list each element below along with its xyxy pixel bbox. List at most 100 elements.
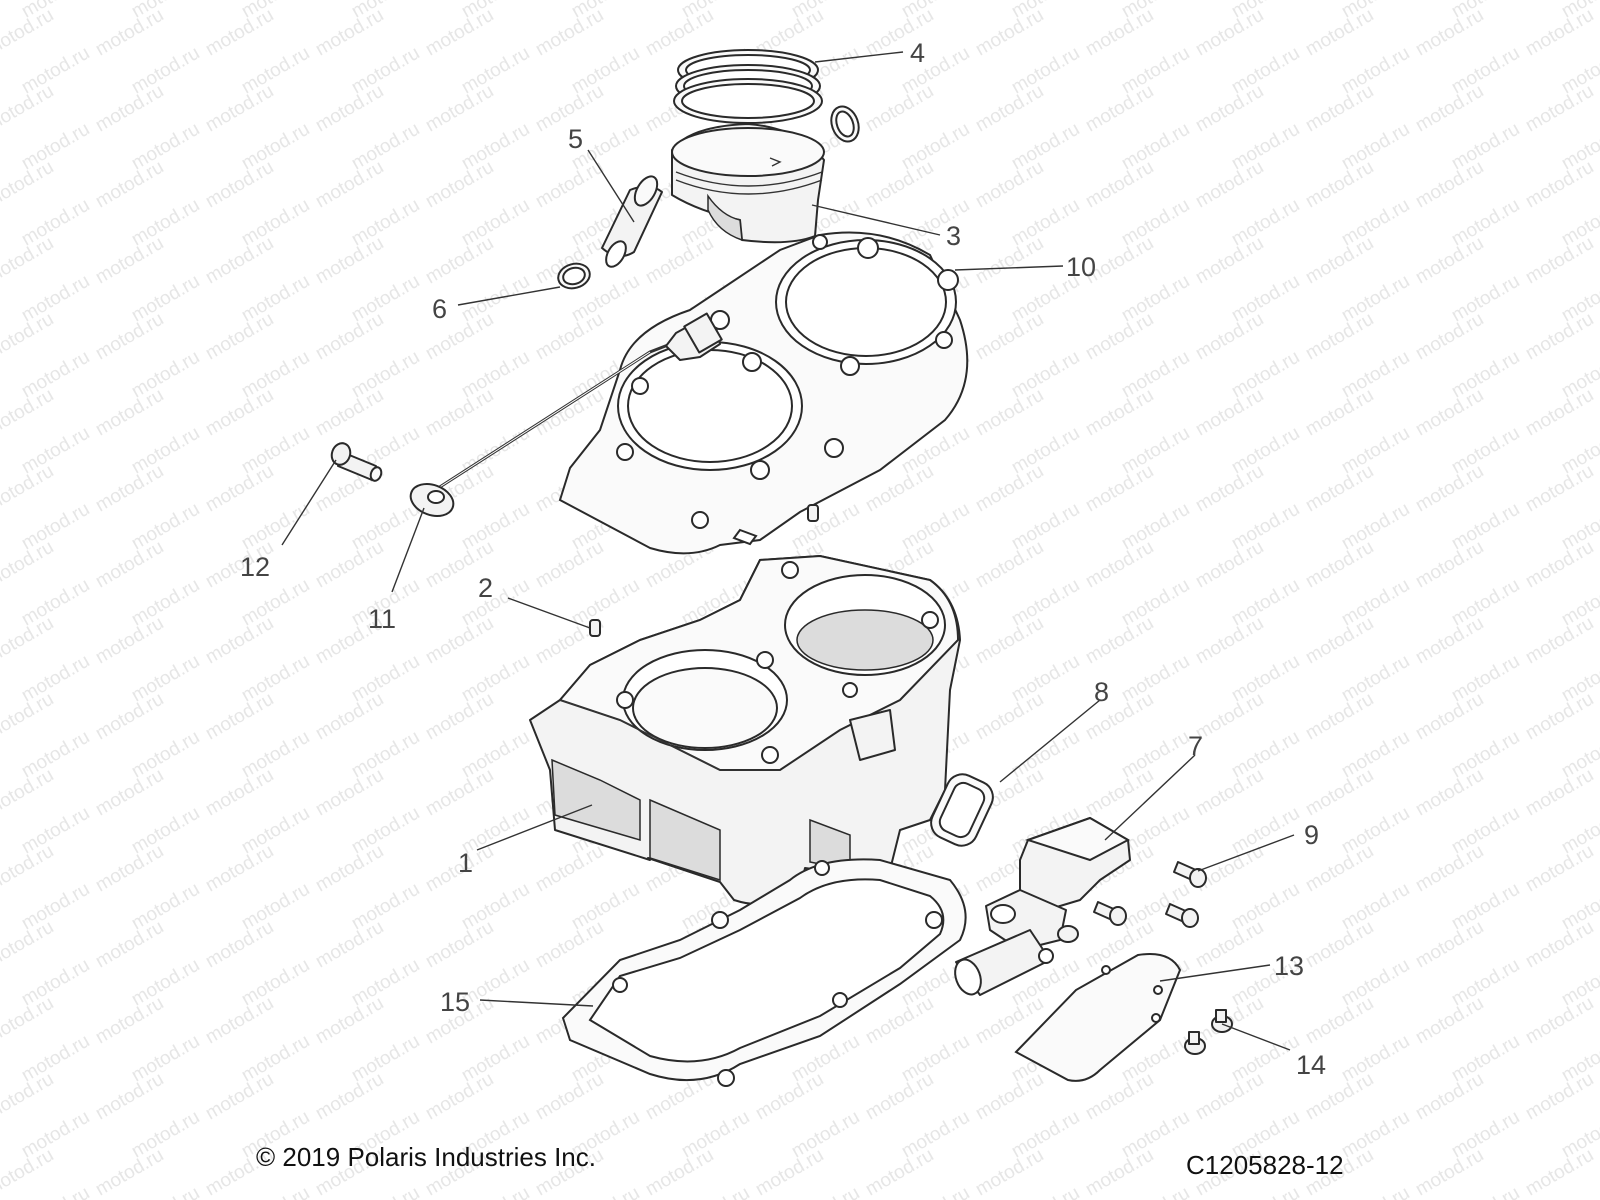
watermark-text: motod.ru — [862, 1069, 937, 1125]
watermark-text: motod.ru — [1192, 1069, 1267, 1125]
watermark-text: motod.ru — [422, 5, 497, 61]
watermark-text: motod.ru — [1302, 917, 1377, 973]
watermark-text: motod.ru — [642, 5, 717, 61]
watermark-text: motod.ru — [422, 765, 497, 821]
watermark-text: motod.ru — [202, 613, 277, 669]
watermark-text: motod.ru — [92, 385, 167, 441]
watermark-text: motod.ru — [92, 765, 167, 821]
watermark-text: motod.ru — [972, 233, 1047, 289]
watermark-text: motod.ru — [92, 1145, 167, 1200]
watermark-text: motod.ru — [312, 689, 387, 745]
piston — [671, 123, 825, 244]
watermark-text: motod.ru — [1522, 1069, 1597, 1125]
callout-1: 1 — [458, 848, 473, 878]
watermark-text: motod.ru — [1082, 81, 1157, 137]
watermark-text: motod.ru — [1412, 765, 1487, 821]
watermark-text: motod.ru — [1412, 917, 1487, 973]
watermark-text: motod.ru — [128, 1183, 203, 1200]
watermark-text: motod.ru — [312, 537, 387, 593]
watermark-text: motod.ru — [1412, 385, 1487, 441]
callout-9: 9 — [1304, 820, 1319, 850]
watermark-text: motod.ru — [312, 841, 387, 897]
watermark-text: motod.ru — [422, 1069, 497, 1125]
callout-14: 14 — [1296, 1050, 1326, 1080]
circlip — [557, 262, 591, 290]
watermark-text: motod.ru — [1082, 461, 1157, 517]
head-gasket — [558, 231, 969, 555]
watermark-text: motod.ru — [1192, 385, 1267, 441]
watermark-text: motod.ru — [1412, 993, 1487, 1049]
watermark-text: motod.ru — [1302, 309, 1377, 365]
watermark-text: motod.ru — [1412, 157, 1487, 213]
watermark-text: motod.ru — [972, 537, 1047, 593]
watermark-text: motod.ru — [1412, 537, 1487, 593]
watermark-text: motod.ru — [752, 1069, 827, 1125]
housing-bolts — [1057, 861, 1207, 943]
watermark-text: motod.ru — [1302, 765, 1377, 821]
watermark-text: motod.ru — [1412, 309, 1487, 365]
watermark-text: motod.ru — [458, 1183, 533, 1200]
watermark-text: motod.ru — [972, 613, 1047, 669]
watermark-text: motod.ru — [1082, 157, 1157, 213]
heat-shield-cover — [1014, 953, 1182, 1082]
watermark-text: motod.ru — [1082, 613, 1157, 669]
watermark-text: motod.ru — [1302, 461, 1377, 517]
watermark-text: motod.ru — [92, 917, 167, 973]
watermark-text: motod.ru — [202, 233, 277, 289]
watermark-text: motod.ru — [1228, 1183, 1303, 1200]
watermark-text: motod.ru — [1522, 309, 1597, 365]
watermark-text: motod.ru — [972, 689, 1047, 745]
watermark-text: motod.ru — [642, 233, 717, 289]
watermark-text: motod.ru — [532, 1069, 607, 1125]
watermark-text: motod.ru — [862, 157, 937, 213]
dowel-pin — [589, 619, 601, 637]
knock-sensor — [409, 312, 723, 517]
watermark-text: motod.ru — [1522, 233, 1597, 289]
watermark-text: motod.ru — [92, 1069, 167, 1125]
watermark-text: motod.ru — [1522, 537, 1597, 593]
watermark-text: motod.ru — [1522, 385, 1597, 441]
watermark-text: motod.ru — [92, 309, 167, 365]
watermark-text: motod.ru — [1082, 537, 1157, 593]
watermark-text: motod.ru — [972, 385, 1047, 441]
piston-rings — [673, 49, 823, 124]
retaining-clip-upper — [830, 105, 860, 143]
watermark-text: motod.ru — [202, 993, 277, 1049]
watermark-text: motod.ru — [972, 157, 1047, 213]
watermark-text: motod.ru — [1082, 5, 1157, 61]
watermark-text: motod.ru — [1302, 689, 1377, 745]
watermark-text: motod.ru — [1412, 233, 1487, 289]
watermark-text: motod.ru — [1412, 841, 1487, 897]
callout-15: 15 — [440, 987, 470, 1017]
callout-12: 12 — [240, 552, 270, 582]
watermark-text: motod.ru — [422, 689, 497, 745]
watermark-text: motod.ru — [202, 841, 277, 897]
diagram-code: C1205828-12 — [1186, 1150, 1344, 1180]
watermark-text: motod.ru — [1192, 689, 1267, 745]
cylinder-block — [529, 554, 961, 906]
callout-6: 6 — [432, 294, 447, 324]
copyright-notice: © 2019 Polaris Industries Inc. — [256, 1142, 596, 1172]
watermark-text: motod.ru — [1412, 81, 1487, 137]
watermark-text: motod.ru — [1412, 5, 1487, 61]
watermark-text: motod.ru — [1118, 1183, 1193, 1200]
watermark-text: motod.ru — [238, 1183, 313, 1200]
watermark-text: motod.ru — [202, 5, 277, 61]
watermark-text: motod.ru — [1192, 309, 1267, 365]
watermark-text: motod.ru — [1192, 917, 1267, 973]
callout-3: 3 — [946, 221, 961, 251]
piston-pin — [601, 175, 663, 268]
thermostat-gasket — [930, 773, 994, 847]
watermark-text: motod.ru — [202, 461, 277, 517]
watermark-text: motod.ru — [92, 613, 167, 669]
watermark-text: motod.ru — [1082, 1145, 1157, 1200]
callout-13: 13 — [1274, 951, 1304, 981]
watermark-text: motod.ru — [862, 1145, 937, 1200]
watermark-text: motod.ru — [1082, 309, 1157, 365]
watermark-text: motod.ru — [1448, 1183, 1523, 1200]
watermark-text: motod.ru — [532, 5, 607, 61]
watermark-text: motod.ru — [972, 1145, 1047, 1200]
watermark-text: motod.ru — [1522, 1145, 1597, 1200]
watermark-text: motod.ru — [1522, 841, 1597, 897]
